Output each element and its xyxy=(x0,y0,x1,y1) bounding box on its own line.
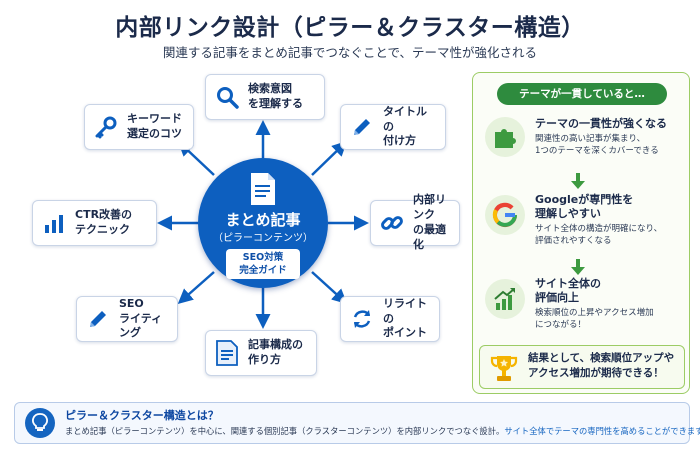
definition-body: まとめ記事（ピラーコンテンツ）を中心に、関連する個別記事（クラスターコンテンツ）… xyxy=(65,426,505,436)
document-icon xyxy=(251,173,275,205)
cluster-label: CTR改善の テクニック xyxy=(75,208,133,236)
definition-highlight: サイト全体でテーマの専門性を高めることができます。 xyxy=(504,426,700,436)
definition-box: ピラー＆クラスター構造とは？ まとめ記事（ピラーコンテンツ）を中心に、関連する個… xyxy=(14,402,700,444)
benefit-description: サイト全体の構造が明確になり、 評価されやすくなる xyxy=(535,224,663,247)
cluster-card-internal-link: 内部リンク の最適化 xyxy=(370,193,460,251)
pencil-icon xyxy=(85,306,111,332)
definition-title: ピラー＆クラスター構造とは？ xyxy=(65,409,219,422)
arrow-to-rewrite xyxy=(311,271,348,305)
magnifier-icon xyxy=(214,84,240,110)
definition-text: まとめ記事（ピラーコンテンツ）を中心に、関連する個別記事（クラスターコンテンツ）… xyxy=(65,425,700,437)
benefit-description: 検索順位の上昇やアクセス増加 につながる！ xyxy=(535,308,654,331)
benefit-heading: テーマの一貫性が強くなる xyxy=(535,117,667,130)
google-icon xyxy=(485,195,525,235)
pillar-hub: まとめ記事 （ピラーコンテンツ） SEO対策 完全ガイド xyxy=(198,158,328,288)
hub-title: まとめ記事 xyxy=(225,211,301,229)
trophy-icon xyxy=(490,356,518,381)
key-icon xyxy=(93,114,119,140)
arrow-to-title xyxy=(311,140,348,176)
benefit-heading: サイト全体の 評価向上 xyxy=(535,277,601,305)
cluster-card-seo-writing: SEO ライティング xyxy=(76,296,178,342)
cluster-label: SEO ライティング xyxy=(119,296,163,340)
cluster-label: キーワード 選定のコツ xyxy=(127,112,182,140)
refresh-icon xyxy=(349,306,375,332)
link-icon xyxy=(379,210,405,236)
growth-chart-icon xyxy=(485,279,525,319)
arrow-to-seo-writing xyxy=(177,271,215,304)
cluster-card-rewrite: リライトの ポイント xyxy=(340,296,440,342)
lightbulb-icon xyxy=(25,408,55,438)
cluster-card-keyword: キーワード 選定のコツ xyxy=(84,104,194,150)
benefit-description: 関連性の高い記事が集まり、 1つのテーマを深くカバーできる xyxy=(535,134,659,157)
page-subtitle: 関連する記事をまとめ記事でつなぐことで、テーマ性が強化される xyxy=(162,45,538,60)
benefit-heading: Googleが専門性を 理解しやすい xyxy=(535,193,634,221)
page-title: 内部リンク設計（ピラー＆クラスター構造） xyxy=(115,15,585,41)
result-box: 結果として、検索順位アップや アクセス増加が期待できる！ xyxy=(479,345,685,389)
cluster-card-search-intent: 検索意図 を理解する xyxy=(205,74,325,120)
down-arrow-icon xyxy=(571,173,585,189)
cluster-label: リライトの ポイント xyxy=(383,296,427,340)
bar-chart-icon xyxy=(41,210,67,236)
pencil-icon xyxy=(349,114,375,140)
benefits-panel-title: テーマが一貫していると… xyxy=(497,83,667,105)
result-text: 結果として、検索順位アップや アクセス増加が期待できる！ xyxy=(528,352,675,379)
cluster-label: 記事構成の 作り方 xyxy=(248,338,303,366)
cluster-card-structure: 記事構成の 作り方 xyxy=(205,330,317,376)
cluster-label: 検索意図 を理解する xyxy=(248,82,303,110)
benefits-panel: テーマが一貫していると… テーマの一貫性が強くなる 関連性の高い記事が集まり、 … xyxy=(472,72,690,394)
hub-badge: SEO対策 完全ガイド xyxy=(226,249,300,279)
document-icon xyxy=(214,340,240,366)
cluster-label: 内部リンク の最適化 xyxy=(413,193,446,251)
benefit-step-2: Googleが専門性を 理解しやすい サイト全体の構造が明確になり、 評価されや… xyxy=(485,193,685,263)
cluster-card-title: タイトルの 付け方 xyxy=(340,104,446,150)
hub-subtitle: （ピラーコンテンツ） xyxy=(213,233,313,244)
benefit-step-1: テーマの一貫性が強くなる 関連性の高い記事が集まり、 1つのテーマを深くカバーで… xyxy=(485,117,685,177)
cluster-label: タイトルの 付け方 xyxy=(383,104,427,148)
down-arrow-icon xyxy=(571,259,585,275)
benefit-step-3: サイト全体の 評価向上 検索順位の上昇やアクセス増加 につながる！ xyxy=(485,277,685,343)
cluster-card-ctr: CTR改善の テクニック xyxy=(32,200,157,246)
puzzle-icon xyxy=(485,117,525,157)
